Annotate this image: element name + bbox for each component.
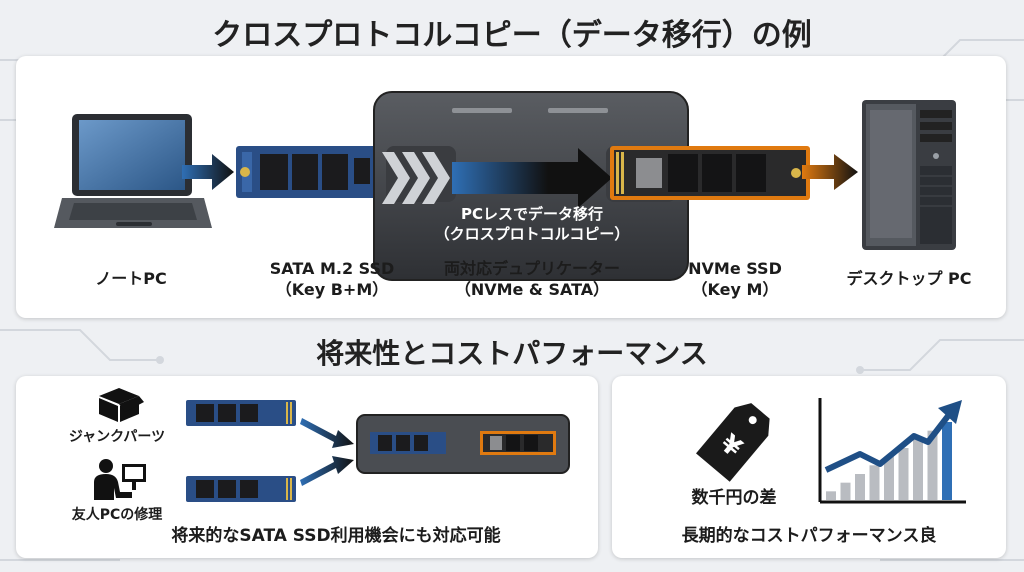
future-use-panel: ジャンクパーツ 友人PCの修理 将来的なSATA SSD利 [16,376,598,558]
nvme-ssd-label: NVMe SSD（Key M） [688,259,782,299]
section-title: 将来性とコストパフォーマンス [316,337,708,370]
trend-arrowhead-icon [938,400,962,424]
cost-performance-panel: ¥ 数千円の差 長期的なコストパフォーマンス良 [612,376,1006,558]
friend-pc-label: 友人PCの修理 [71,507,163,523]
duplicator-device [356,414,570,474]
price-difference-label: 数千円の差 [691,488,777,508]
desktop-label: デスクトップ PC [846,269,972,288]
chart-bar [826,491,836,500]
duplicator-label: 両対応デュプリケーター（NVMe & SATA） [443,259,620,299]
box-icon [99,388,144,422]
chart-bar [927,430,938,500]
arrow-right-icon [182,154,234,190]
laptop-icon [54,114,212,228]
chart-bar [913,439,923,500]
migration-flow-panel: PCレスでデータ移行 （クロスプロトコルコピー） ノートPC SATA M.2 … [16,56,1006,318]
page-title: クロスプロトコルコピー（データ移行）の例 [212,18,812,53]
arrow-right-icon [802,154,858,190]
sata-ssd-icon [186,400,296,426]
chart-bar [942,422,952,500]
nvme-ssd-icon [610,146,810,200]
chart-bar [840,482,851,500]
cross-protocol-copy-note: PCレスでデータ移行 （クロスプロトコルコピー） [434,205,630,243]
arrow-converge-icon [300,418,354,486]
trend-line [824,414,951,473]
duplicator-device [373,91,689,281]
yen-price-tag-icon: ¥ [696,403,770,482]
junk-parts-label: ジャンクパーツ [68,429,166,445]
cost-trend-chart-icon [818,398,966,504]
chart-bar [898,448,909,500]
desktop-tower-icon [862,100,956,250]
sata-ssd-icon [186,476,296,502]
chart-bar [884,456,894,500]
laptop-label: ノートPC [95,269,167,288]
chart-bar [855,474,865,500]
cost-performance-caption: 長期的なコストパフォーマンス良 [681,526,937,546]
chart-bar [869,465,880,500]
future-use-caption: 将来的なSATA SSD利用機会にも対応可能 [171,526,501,546]
person-repair-icon [94,459,146,500]
sata-ssd-label: SATA M.2 SSD（Key B+M） [269,259,395,299]
